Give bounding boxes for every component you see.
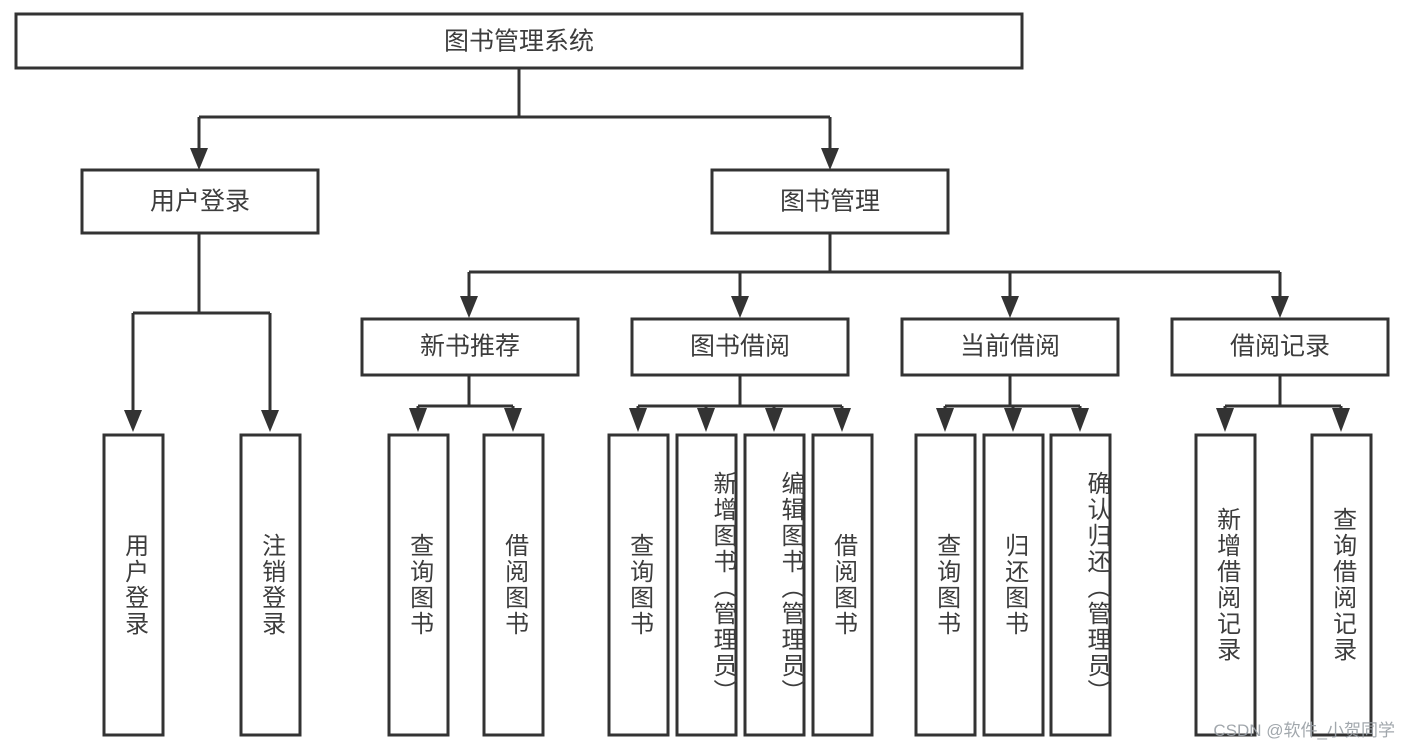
leaf-box-add-book[interactable]: [675, 433, 738, 737]
leaf-box-logout[interactable]: [239, 433, 302, 737]
node-book-management[interactable]: 图书管理: [710, 168, 950, 235]
arrow-leaf-return-book: [1004, 408, 1022, 432]
leaf-box-group: [102, 433, 1373, 737]
node-root-box[interactable]: [14, 12, 1024, 70]
arrow-user-login: [190, 148, 208, 170]
node-new-book-recommend-label: 新书推荐: [420, 333, 520, 361]
arrow-new-book: [460, 296, 478, 318]
leaf-box-query-book-3[interactable]: [914, 433, 977, 737]
node-current-borrow-label: 当前借阅: [960, 333, 1060, 361]
node-book-management-label: 图书管理: [780, 188, 880, 216]
csdn-watermark: CSDN @软件_小贺同学: [1213, 721, 1395, 740]
arrow-book-borrow: [731, 296, 749, 318]
leaf-box-return-book[interactable]: [982, 433, 1045, 737]
arrow-leaf-edit-book: [765, 408, 783, 432]
arrow-leaf-query-book-3: [936, 408, 954, 432]
arrow-leaf-add-record: [1216, 408, 1234, 432]
node-new-book-recommend-box[interactable]: [360, 317, 580, 377]
node-root[interactable]: 图书管理系统: [14, 12, 1024, 70]
node-current-borrow[interactable]: 当前借阅: [900, 317, 1120, 377]
node-borrow-record[interactable]: 借阅记录: [1170, 317, 1390, 377]
node-current-borrow-box[interactable]: [900, 317, 1120, 377]
arrow-book-mgmt: [821, 148, 839, 170]
node-book-borrow[interactable]: 图书借阅: [630, 317, 850, 377]
arrow-leaf-query-book-2: [629, 408, 647, 432]
arrow-borrow-record: [1271, 296, 1289, 318]
leaf-box-add-record[interactable]: [1194, 433, 1257, 737]
leaf-box-borrow-book-2[interactable]: [811, 433, 874, 737]
arrow-leaf-query-record: [1332, 408, 1350, 432]
node-user-login[interactable]: 用户登录: [80, 168, 320, 235]
leaf-box-query-book-1[interactable]: [387, 433, 450, 737]
arrow-leaf-confirm-return: [1071, 408, 1089, 432]
arrow-current-borrow: [1001, 296, 1019, 318]
leaf-box-query-book-2[interactable]: [607, 433, 670, 737]
arrow-leaf-borrow-book-1: [504, 408, 522, 432]
node-borrow-record-label: 借阅记录: [1230, 333, 1330, 361]
node-borrow-record-box[interactable]: [1170, 317, 1390, 377]
arrow-leaf-query-book-1: [409, 408, 427, 432]
node-book-borrow-label: 图书借阅: [690, 333, 790, 361]
node-book-management-box[interactable]: [710, 168, 950, 235]
leaf-box-user-login[interactable]: [102, 433, 165, 737]
arrow-leaf-user-login: [124, 410, 142, 432]
arrow-leaf-logout: [261, 410, 279, 432]
leaf-box-borrow-book-1[interactable]: [482, 433, 545, 737]
node-book-borrow-box[interactable]: [630, 317, 850, 377]
leaf-box-confirm-return[interactable]: [1049, 433, 1112, 737]
node-new-book-recommend[interactable]: 新书推荐: [360, 317, 580, 377]
arrow-leaf-borrow-book-2: [833, 408, 851, 432]
connector-group: [124, 68, 1350, 432]
node-root-label: 图书管理系统: [444, 28, 594, 56]
leaf-box-edit-book[interactable]: [743, 433, 806, 737]
node-user-login-box[interactable]: [80, 168, 320, 235]
node-user-login-label: 用户登录: [150, 188, 250, 216]
leaf-box-query-record[interactable]: [1310, 433, 1373, 737]
arrow-leaf-add-book: [697, 408, 715, 432]
